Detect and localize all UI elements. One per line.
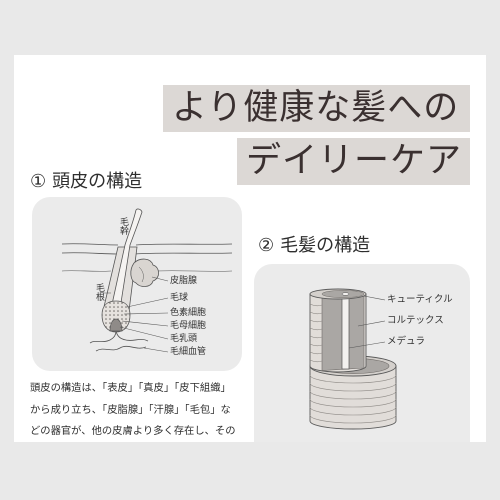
body-text-line: から成り立ち、「皮脂腺」「汗腺」「毛包」な [30, 403, 231, 416]
leader-line-sebaceous-gland [151, 276, 169, 282]
section2-number: ② [258, 235, 275, 256]
label-matrix-cells: 毛母細胞 [170, 321, 207, 331]
label-hair-root: 毛根 [94, 283, 104, 301]
cuticle-scale-lines-upper [309, 303, 323, 363]
hair-structure-diagram: キューティクル コルテックス メデュラ [254, 264, 470, 442]
skin-surface-line [61, 243, 233, 246]
leader-line-dermal-papilla [119, 326, 169, 340]
label-pigment-cells: 色素細胞 [170, 308, 207, 318]
label-dermal-papilla: 毛乳頭 [170, 334, 198, 344]
medulla-core [341, 295, 350, 370]
leader-line-hair-bulb [126, 297, 169, 308]
capillaries [89, 330, 149, 352]
leader-line-cuticle [363, 295, 386, 301]
hair-leader-lines [348, 295, 386, 349]
leader-line-medulla [348, 341, 386, 349]
label-cuticle: キューティクル [387, 294, 453, 305]
body-text-line: 頭皮の構造は、「表皮」「真皮」「皮下組織」 [30, 382, 231, 394]
label-capillaries: 毛細血管 [170, 347, 207, 357]
dermis-line [61, 270, 233, 272]
label-sebaceous-gland: 皮脂腺 [170, 276, 198, 286]
title-line1: より健康な髪への [172, 88, 460, 128]
label-medulla: メデュラ [387, 336, 426, 347]
body-text-line: どの器官が、他の皮膚より多く存在し、その [30, 425, 236, 437]
cuticle-scale-lines [309, 374, 397, 424]
section1-title: 頭皮の構造 [52, 171, 143, 192]
diagram-leader-lines [104, 276, 169, 353]
section1-body-text: 頭皮の構造は、「表皮」「真皮」「皮下組織」 から成り立ち、「皮脂腺」「汗腺」「毛… [30, 378, 256, 442]
scalp-structure-diagram: 毛幹 毛根 皮脂腺 毛球 色素細胞 毛母細胞 毛乳頭 毛細血管 [32, 197, 242, 371]
title-box-line2: デイリーケア [237, 138, 470, 185]
title-line2: デイリーケア [246, 141, 463, 181]
hair-diagram-drawing [309, 288, 397, 430]
label-cortex: コルテックス [387, 315, 444, 326]
leader-line-cortex [357, 320, 386, 327]
hair-shaft [110, 208, 143, 310]
title-box-line1: より健康な髪への [163, 85, 470, 132]
label-hair-bulb: 毛球 [170, 293, 189, 303]
section1-number: ① [30, 171, 47, 192]
scalp-diagram-drawing [61, 208, 233, 353]
section2-title: 毛髪の構造 [280, 235, 371, 256]
leader-line-pigment-cells [123, 312, 169, 315]
hair-bulb [101, 300, 131, 333]
leader-line-matrix-cells [121, 320, 169, 327]
medulla-top-face [341, 292, 350, 296]
epidermis-base-line [61, 252, 233, 255]
sebaceous-gland-lobe [138, 266, 144, 283]
leader-line-capillaries [143, 347, 169, 353]
sebaceous-gland [130, 258, 160, 287]
label-hair-shaft: 毛幹 [118, 217, 128, 235]
dermal-papilla [109, 318, 123, 332]
